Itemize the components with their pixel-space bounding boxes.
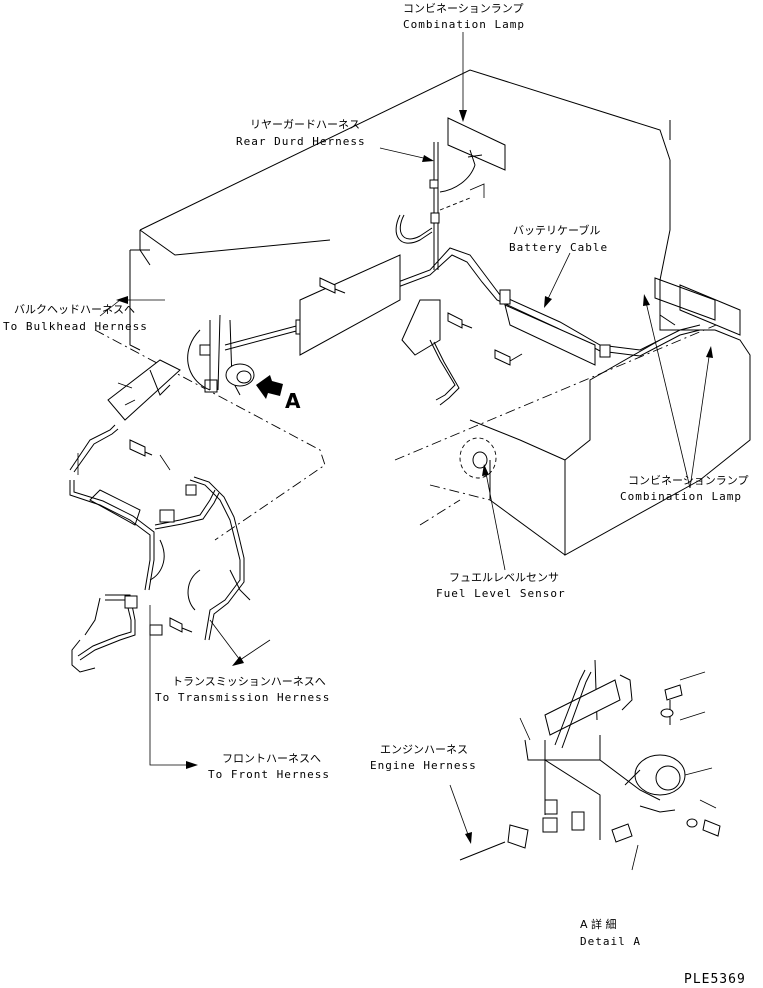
combination-lamp-top-jp: コンビネーションランプ (403, 2, 523, 15)
engine-harness-en: Engine Herness (370, 759, 477, 772)
detail-a-inset (459, 659, 721, 871)
switch-component-a (225, 363, 255, 387)
rear-guard-harness (395, 142, 440, 270)
rear-guard-harness-jp: リヤーガードハーネス (250, 118, 360, 131)
transmission-harness-en: To Transmission Herness (155, 691, 330, 704)
fuel-level-sensor (429, 339, 497, 479)
fuel-level-sensor-jp: フュエルレベルセンサ (449, 571, 559, 584)
rear-guard-harness-en: Rear Durd Herness (236, 135, 366, 148)
combination-lamp-right-jp: コンビネーションランプ (628, 474, 748, 487)
battery-cable-en: Battery Cable (509, 241, 608, 254)
combination-lamp-right-en: Combination Lamp (620, 490, 742, 503)
detail-a-jp: A 詳 細 (580, 917, 617, 931)
callout-labels: コンビネーションランプ Combination Lamp リヤーガードハーネス … (3, 2, 748, 987)
engine-harness-jp: エンジンハーネス (380, 743, 468, 756)
view-arrow-a (256, 375, 283, 399)
lower-harness-loom (69, 314, 251, 673)
bolts (129, 277, 523, 633)
view-marker-a: A (285, 389, 301, 413)
front-harness-en: To Front Herness (208, 768, 330, 781)
combination-lamp-right (654, 277, 741, 336)
combination-lamp-top (439, 117, 506, 211)
battery-cable-jp: バッテリケーブル (513, 223, 600, 237)
fuel-level-sensor-en: Fuel Level Sensor (436, 587, 566, 600)
bulkhead-harness-jp: バルクヘッドハーネスへ (14, 303, 135, 316)
drawing-code: PLE5369 (684, 972, 746, 987)
leader-lines (77, 32, 713, 844)
front-harness-jp: フロントハーネスへ (222, 752, 321, 765)
detail-a-en: Detail A (580, 935, 641, 948)
transmission-harness-jp: トランスミッションハーネスへ (172, 675, 326, 688)
main-harness-run (224, 247, 701, 358)
combination-lamp-top-en: Combination Lamp (403, 18, 525, 31)
harness-brackets-upper (89, 254, 596, 526)
bulkhead-harness-en: To Bulkhead Herness (3, 320, 148, 333)
